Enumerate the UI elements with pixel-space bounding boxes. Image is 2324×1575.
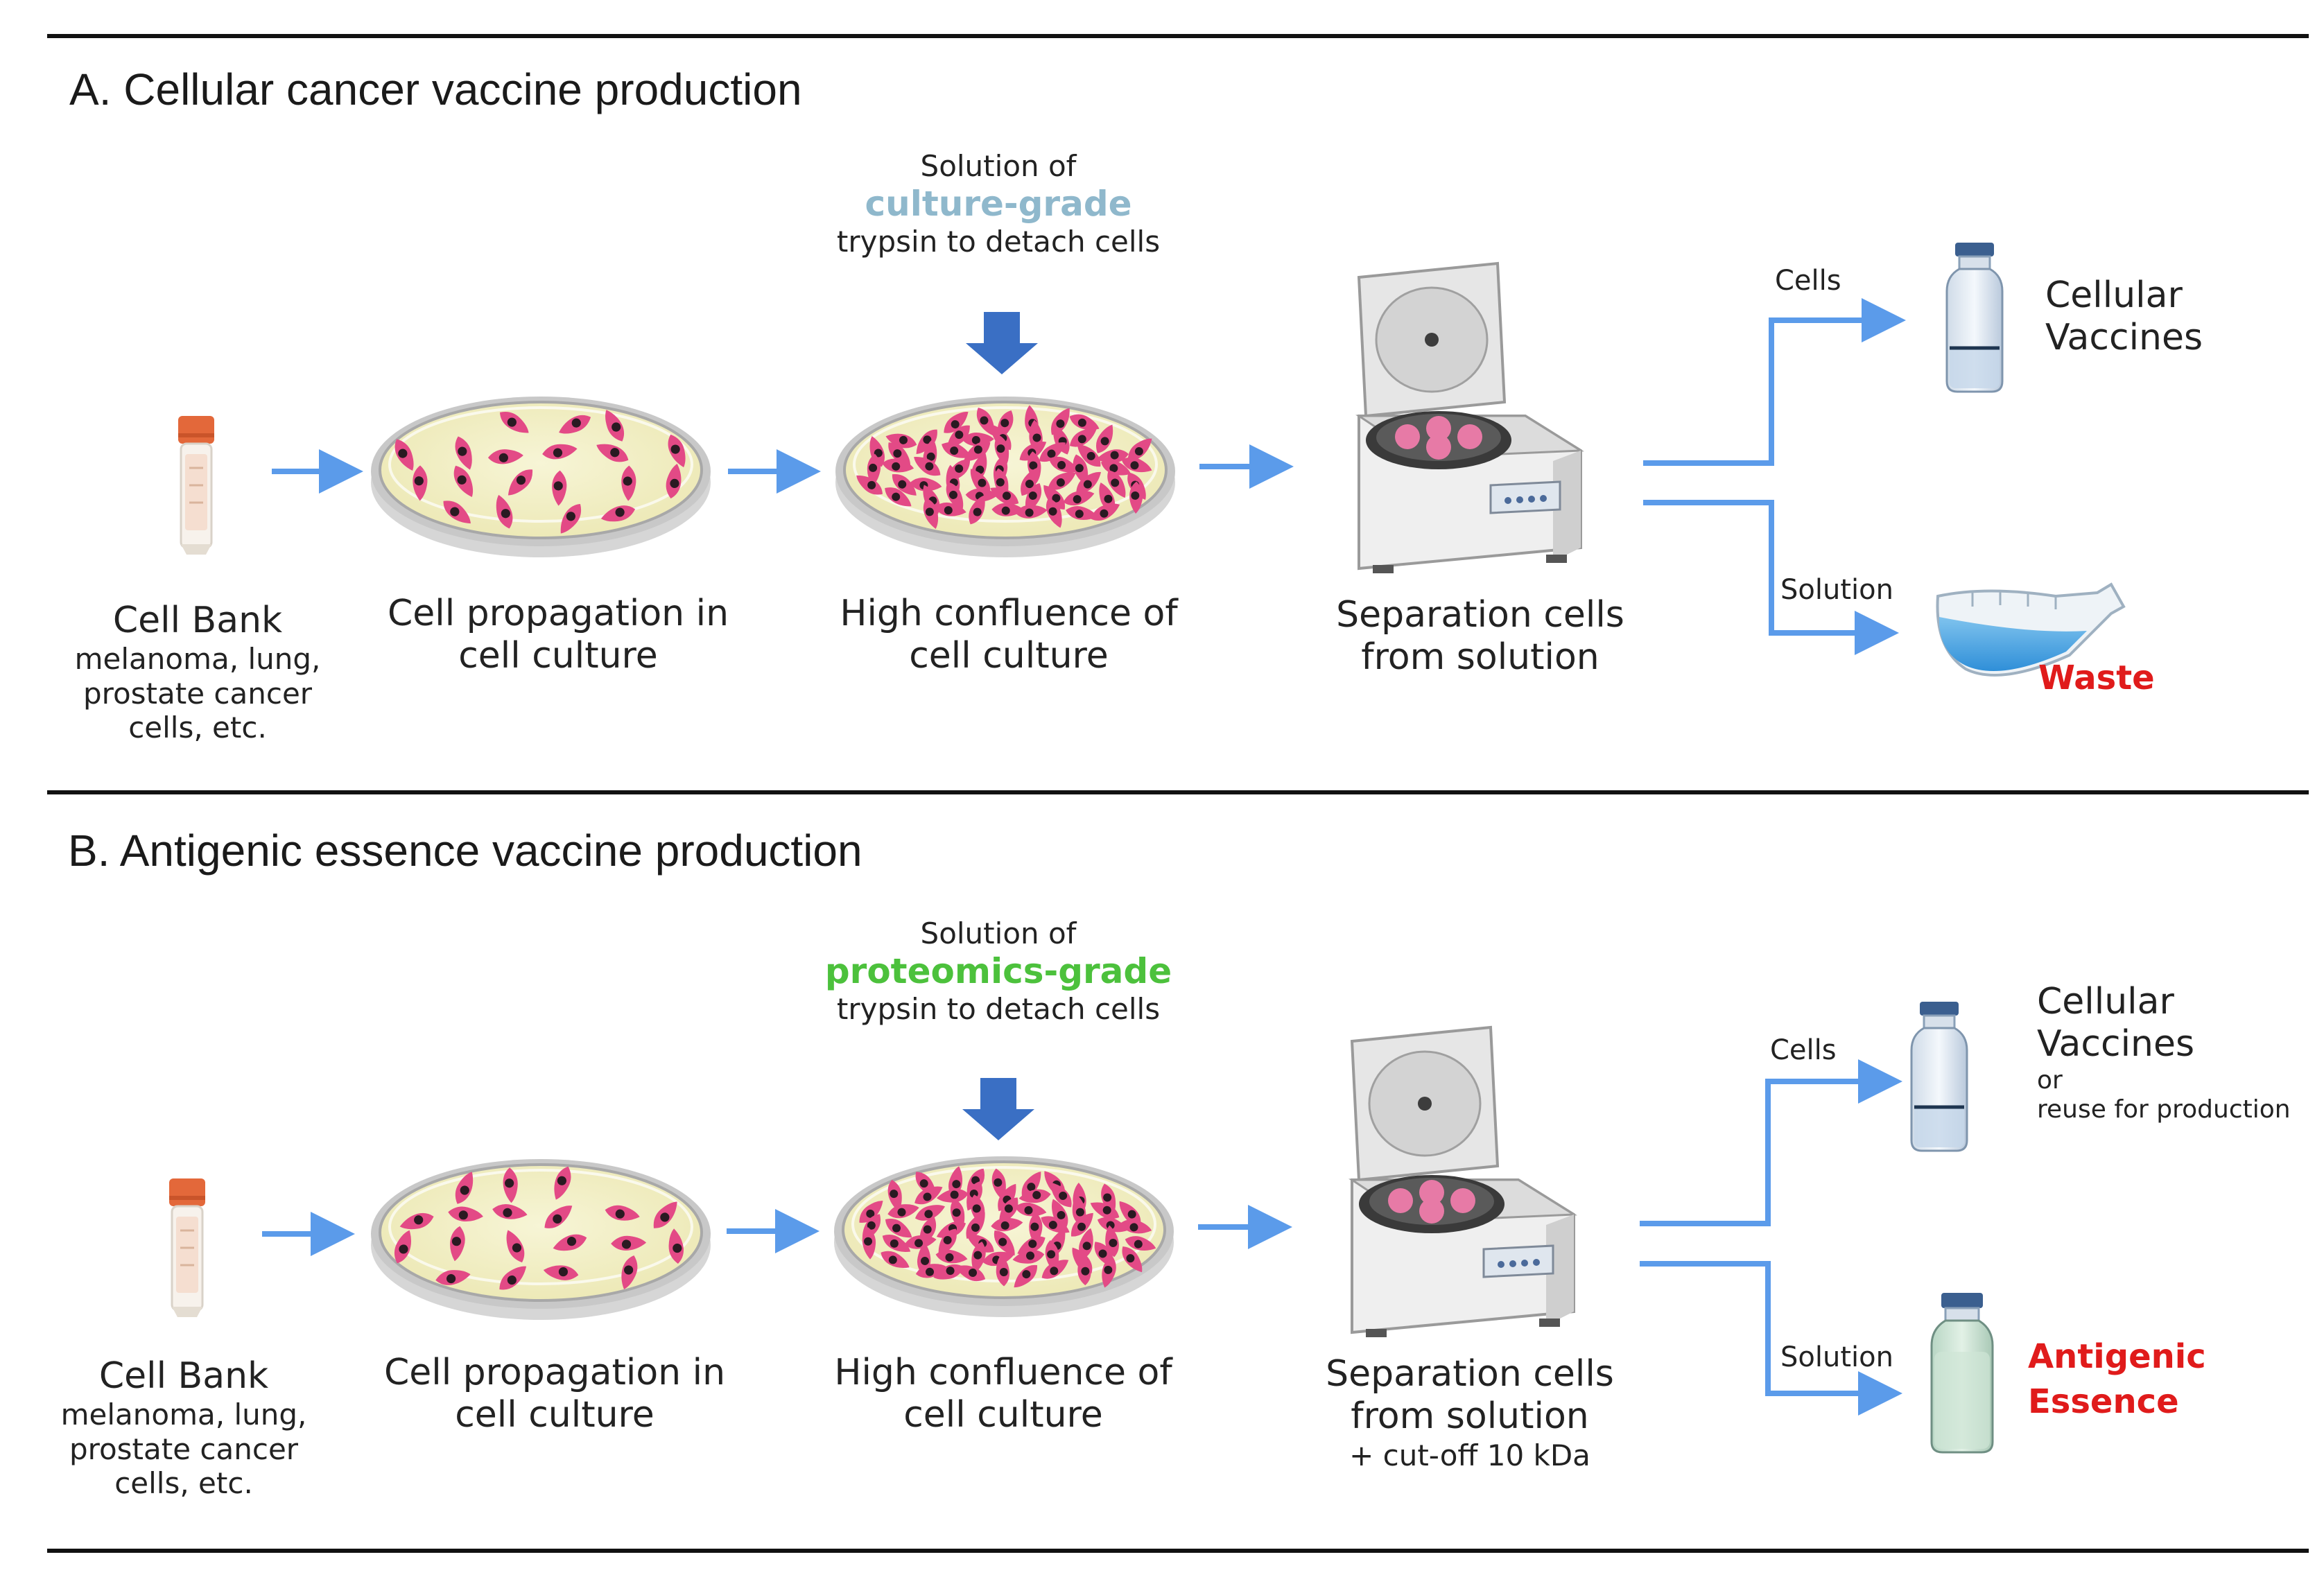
essence-vial-icon	[1930, 1291, 1994, 1454]
panel-a-graphics	[177, 243, 2125, 677]
step-label-line: from solution	[1351, 1395, 1589, 1438]
centrifuge-icon	[1351, 1026, 1575, 1339]
petri-dish-icon	[370, 395, 712, 559]
step-label-line: cell culture	[455, 1394, 654, 1436]
step-label-line: High confluence of	[834, 1352, 1172, 1393]
down-arrow-icon	[962, 1078, 1034, 1140]
cell-bank-desc: cells, etc.	[128, 711, 267, 745]
panel-b-step2-label: Cell propagation in cell culture	[364, 1352, 745, 1437]
panel-a-waste-label: Waste	[2038, 659, 2155, 697]
step-label-line: High confluence of	[840, 593, 1178, 634]
branch-arrow-solution	[1640, 1261, 1902, 1416]
step-label-line: Cell propagation in	[387, 593, 729, 634]
vial-icon	[1911, 1002, 1967, 1151]
petri-dish-icon	[834, 395, 1177, 559]
panel-b-branch-cells-label: Cells	[1770, 1034, 1837, 1066]
output-label-line: Vaccines	[2037, 1023, 2195, 1065]
panel-a-branch-solution-label: Solution	[1780, 574, 1893, 606]
down-arrow-icon	[966, 312, 1038, 374]
vial-icon	[1947, 243, 2002, 392]
step-label-line: cell culture	[909, 635, 1109, 677]
cell-bank-title: Cell Bank	[98, 1355, 269, 1397]
panel-b-graphics	[168, 1002, 1994, 1454]
panel-b-essence-label: Antigenic Essence	[2028, 1334, 2206, 1425]
cryo-tube-icon	[177, 415, 216, 556]
reagent-line-3: trypsin to detach cells	[836, 224, 1161, 259]
output-label-line: Essence	[2028, 1382, 2179, 1421]
panel-a-branch-cells-label: Cells	[1775, 265, 1841, 297]
panel-b-reagent: Solution of proteomics-grade trypsin to …	[783, 916, 1213, 1026]
output-label-line: reuse for production	[2037, 1095, 2291, 1124]
output-label-line: Vaccines	[2045, 317, 2203, 359]
panel-a-step3-label: High confluence of cell culture	[818, 593, 1199, 678]
step-label-line: cell culture	[903, 1394, 1103, 1436]
panel-b-branch-solution-label: Solution	[1780, 1341, 1893, 1373]
output-label-line: or	[2037, 1065, 2063, 1095]
reagent-line-1: Solution of	[920, 149, 1077, 183]
panel-a-output-cells: Cellular Vaccines	[2045, 275, 2203, 360]
cell-bank-desc: prostate cancer	[69, 1432, 299, 1466]
step-label-line: Separation cells	[1336, 594, 1624, 636]
cryo-tube-icon	[168, 1177, 207, 1319]
panel-b-cell-bank-label: Cell Bank melanoma, lung, prostate cance…	[28, 1355, 340, 1501]
reagent-grade-label: proteomics-grade	[824, 950, 1172, 991]
petri-dish-icon	[370, 1158, 712, 1321]
output-label-line: Cellular	[2045, 275, 2183, 316]
cell-bank-desc: melanoma, lung,	[60, 1398, 307, 1432]
centrifuge-icon	[1358, 262, 1582, 575]
panel-b-output-cells: Cellular Vaccines or reuse for productio…	[2037, 981, 2291, 1125]
step-label-line: Separation cells	[1326, 1353, 1614, 1395]
step-label-line: Cell propagation in	[383, 1352, 726, 1393]
output-label-line: Antigenic	[2028, 1337, 2206, 1376]
panel-b-step4-label: Separation cells from solution + cut-off…	[1286, 1353, 1654, 1472]
panel-b-step3-label: High confluence of cell culture	[813, 1352, 1194, 1437]
cell-bank-desc: cells, etc.	[114, 1466, 253, 1501]
cutoff-note: + cut-off 10 kDa	[1349, 1438, 1590, 1472]
panel-a-step2-label: Cell propagation in cell culture	[367, 593, 749, 678]
panel-a-reagent: Solution of culture-grade trypsin to det…	[790, 149, 1206, 259]
branch-arrow-solution	[1643, 500, 1899, 655]
petri-dish-icon	[833, 1155, 1175, 1319]
reagent-grade-label: culture-grade	[865, 183, 1132, 224]
panel-a-title: A. Cellular cancer vaccine production	[69, 64, 802, 114]
reagent-line-1: Solution of	[920, 916, 1077, 950]
cell-bank-desc: melanoma, lung,	[74, 642, 321, 677]
reagent-line-3: trypsin to detach cells	[836, 991, 1161, 1026]
step-label-line: from solution	[1361, 636, 1599, 679]
cell-bank-title: Cell Bank	[112, 600, 283, 641]
branch-arrow-cells	[1643, 298, 1906, 466]
branch-arrow-cells	[1640, 1059, 1902, 1226]
cell-bank-desc: prostate cancer	[83, 676, 313, 711]
output-label-line: Cellular	[2037, 981, 2174, 1023]
panel-a-cell-bank-label: Cell Bank melanoma, lung, prostate cance…	[42, 600, 354, 745]
panel-b-title: B. Antigenic essence vaccine production	[68, 826, 862, 876]
panel-a-step4-label: Separation cells from solution	[1297, 594, 1664, 679]
step-label-line: cell culture	[458, 635, 658, 677]
